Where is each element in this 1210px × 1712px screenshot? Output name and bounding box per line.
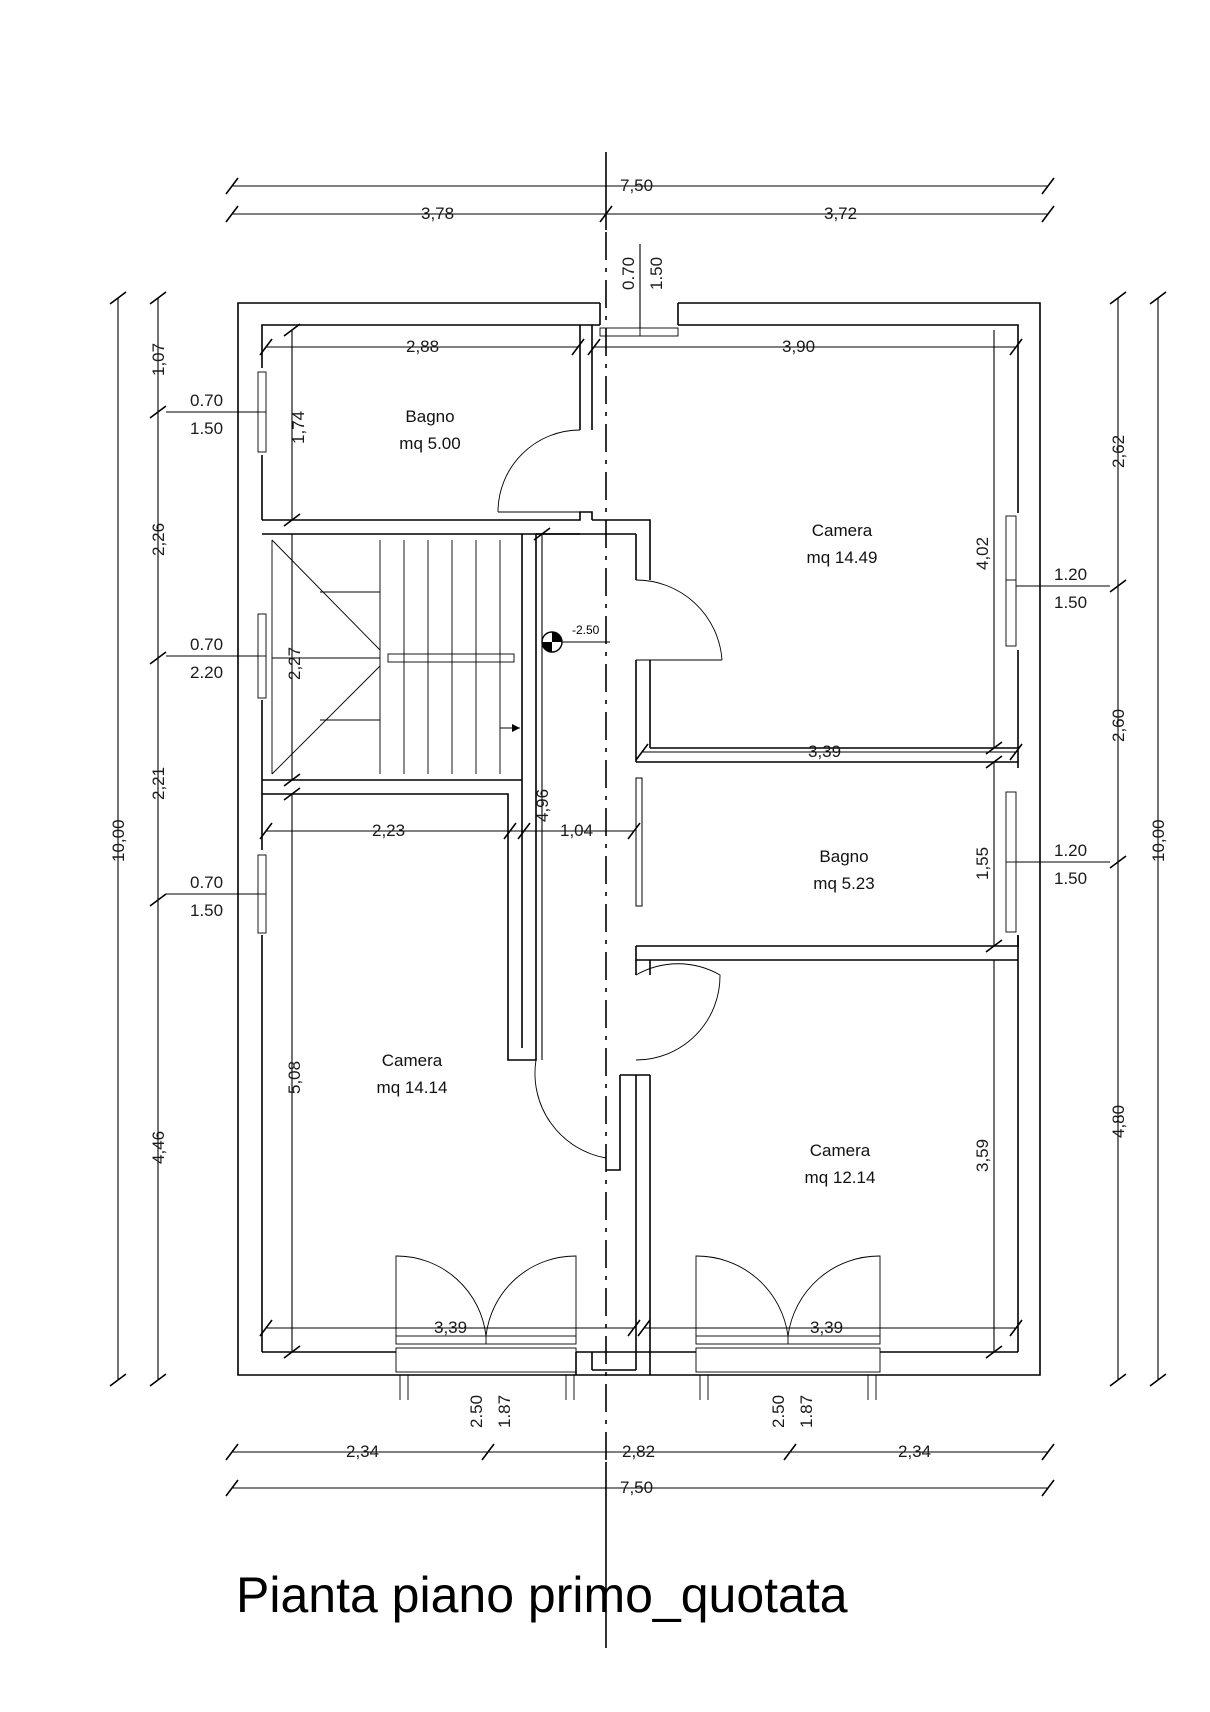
drawing-title: Pianta piano primo_quotata — [236, 1567, 848, 1623]
dim-bottom-door-right-h: 1.87 — [797, 1395, 816, 1428]
dim-corridor-len: 4,96 — [533, 789, 552, 822]
dim-left-3: 2,21 — [149, 767, 168, 800]
dim-bottom-door-right-w: 2.50 — [769, 1395, 788, 1428]
dim-left-win1-h: 0.70 — [190, 391, 223, 410]
dim-bath1-depth: 1,74 — [289, 411, 308, 444]
level-marker-label: -2.50 — [572, 623, 600, 637]
dim-bottom-left: 2,34 — [346, 1442, 379, 1461]
room-name-camera-2: Camera — [382, 1051, 443, 1070]
dim-bottom-right: 2,34 — [898, 1442, 931, 1461]
dim-right-win2-w: 1.50 — [1054, 869, 1087, 888]
dim-left-total: 10,00 — [109, 819, 128, 862]
staircase — [271, 539, 520, 775]
room-area-camera-2: mq 14.14 — [377, 1078, 448, 1097]
outer-walls — [237, 302, 1041, 1376]
dim-corridor-width: 1,04 — [560, 821, 593, 840]
dim-top-window-h: 0.70 — [619, 257, 638, 290]
door-swings — [395, 429, 881, 1337]
dim-bath1-width: 2,88 — [406, 337, 439, 356]
dim-left-1: 1,07 — [149, 343, 168, 376]
dim-left-win1-w: 1.50 — [190, 419, 223, 438]
dim-right-win1-h: 1.20 — [1054, 565, 1087, 584]
dim-right-1: 2,62 — [1109, 435, 1128, 468]
dim-top-right: 3,72 — [824, 204, 857, 223]
dim-right-total: 10,00 — [1149, 819, 1168, 862]
dim-top-left: 3,78 — [421, 204, 454, 223]
dim-bottom-total: 7,50 — [620, 1478, 653, 1497]
dim-camera2-width: 2,23 — [372, 821, 405, 840]
dim-right-win2-h: 1.20 — [1054, 841, 1087, 860]
dim-left-win2-h: 0.70 — [190, 635, 223, 654]
dim-bath2-width: 3,39 — [808, 742, 841, 761]
dim-bottom-mid: 2,82 — [622, 1442, 655, 1461]
dim-camera3-depth: 3,59 — [973, 1139, 992, 1172]
dimension-labels: 7,50 3,78 3,72 0.70 1.50 2,88 3,90 1,74 … — [109, 176, 1168, 1497]
dim-left-4: 4,46 — [149, 1131, 168, 1164]
room-name-bagno-1: Bagno — [405, 407, 454, 426]
room-area-bagno-2: mq 5.23 — [813, 874, 874, 893]
dim-camera2-depth: 5,08 — [285, 1061, 304, 1094]
dim-top-total: 7,50 — [620, 176, 653, 195]
dim-top-window-w: 1.50 — [647, 257, 666, 290]
room-name-camera-1: Camera — [812, 521, 873, 540]
dim-left-win2-w: 2.20 — [190, 663, 223, 682]
dim-stair-depth: 2,27 — [285, 647, 304, 680]
room-area-camera-1: mq 14.49 — [807, 548, 878, 567]
room-area-bagno-1: mq 5.00 — [399, 434, 460, 453]
room-area-camera-3: mq 12.14 — [805, 1168, 876, 1187]
dim-bottom-door-left-h: 1.87 — [495, 1395, 514, 1428]
level-marker: -2.50 — [541, 623, 610, 653]
dim-left-win3-w: 1.50 — [190, 901, 223, 920]
room-name-camera-3: Camera — [810, 1141, 871, 1160]
dim-right-3: 4,80 — [1109, 1105, 1128, 1138]
dim-bottom-door-left-w: 2.50 — [467, 1395, 486, 1428]
dim-camera1-depth: 4,02 — [973, 537, 992, 570]
interior-walls — [262, 325, 1019, 1375]
dim-right-win1-w: 1.50 — [1054, 593, 1087, 612]
dim-left-win3-h: 0.70 — [190, 873, 223, 892]
dimension-lines — [109, 177, 1167, 1497]
dim-camera2-bottom-width: 3,39 — [434, 1318, 467, 1337]
dim-right-2: 2,60 — [1109, 709, 1128, 742]
room-name-bagno-2: Bagno — [819, 847, 868, 866]
room-labels: Bagno mq 5.00 Camera mq 14.49 Bagno mq 5… — [377, 407, 878, 1187]
dim-bath2-depth: 1,55 — [973, 847, 992, 880]
dim-left-2: 2,26 — [149, 523, 168, 556]
windows — [257, 327, 1017, 1400]
dim-camera3-bottom-width: 3,39 — [810, 1318, 843, 1337]
dim-camera1-width: 3,90 — [782, 337, 815, 356]
